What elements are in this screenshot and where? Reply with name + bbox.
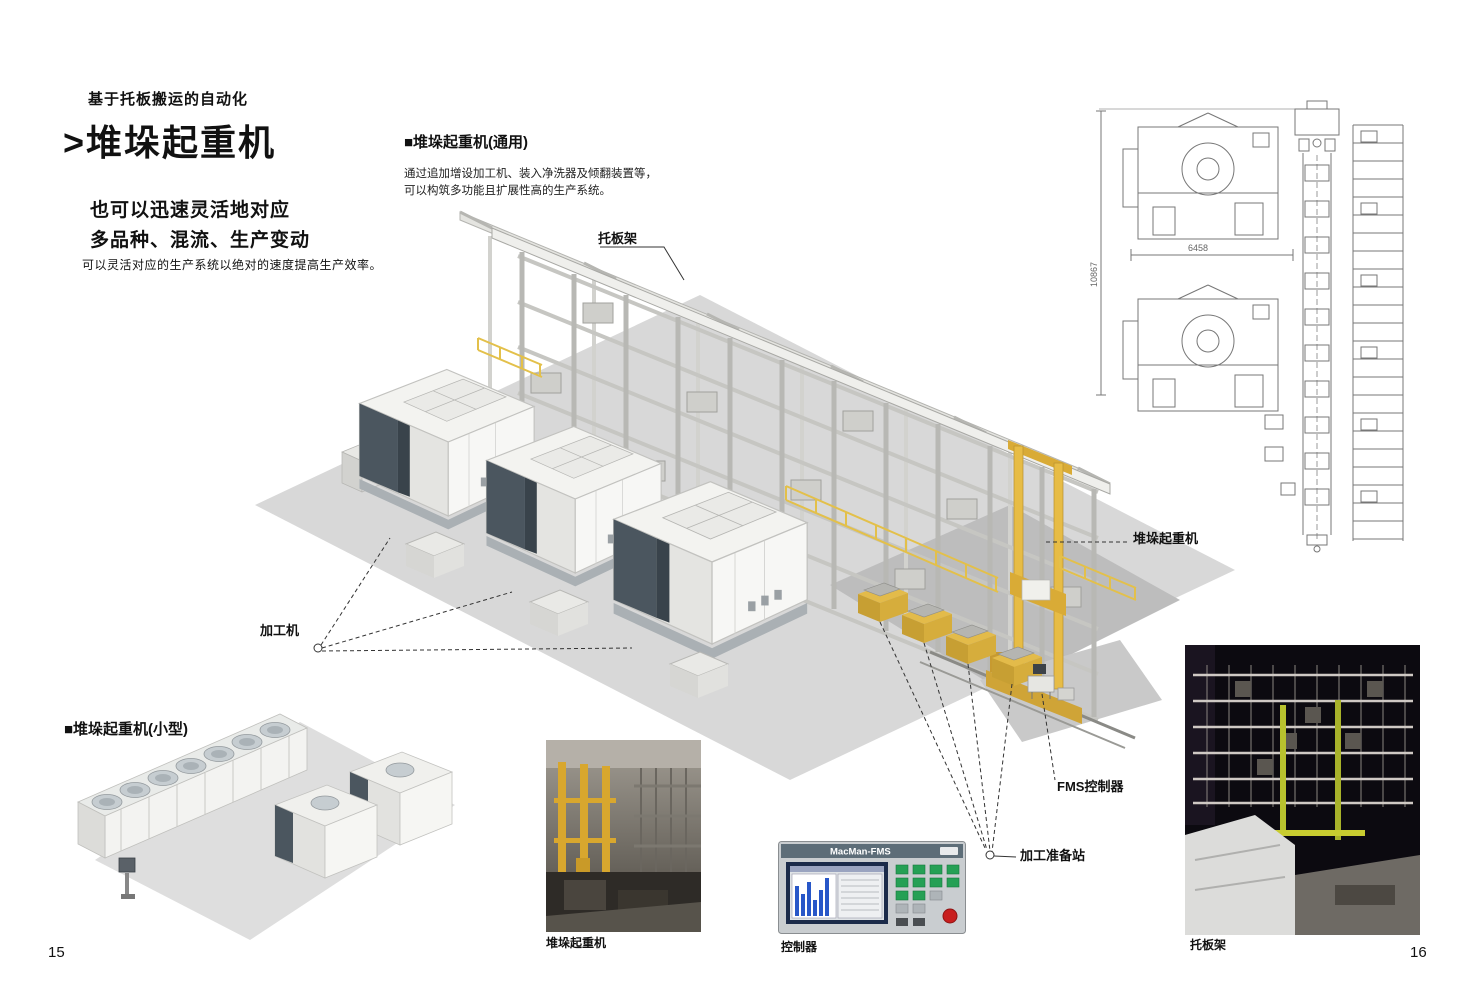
rack-photo [1185,645,1420,935]
small-system-illustration [77,713,455,940]
caption-controller: 控制器 [781,940,818,954]
cad-machine-plan-2 [1122,284,1279,412]
caption-rack-photo: 托板架 [1190,938,1227,952]
section-general-heading: ■堆垛起重机(通用) [404,134,529,151]
cad-dim-vertical-value: 10867 [1089,262,1099,287]
cad-machine-plan-1 [1122,112,1279,240]
label-machine: 加工机 [260,623,300,638]
section-small-heading: ■堆垛起重机(小型) [64,721,189,738]
small-machine-a [273,784,379,879]
safety-fence [477,337,1137,601]
page-number-left: 15 [48,944,65,961]
caption-stacker-photo: 堆垛起重机 [546,936,607,950]
warehouse-photo [546,740,701,932]
emergency-stop-button [942,908,958,924]
controller-screen [786,862,888,924]
controller-photo: MacMan-FMS [778,841,966,934]
rack-photo-machine [1185,815,1295,935]
cad-dimension-vertical [1096,110,1106,396]
cad-misc-cells [1264,414,1296,496]
fms-control-desk [1027,664,1075,701]
cad-dim-horizontal-value: 6458 [1188,243,1208,253]
page-title: >堆垛起重机 [63,122,277,163]
controller-brand-bar [781,844,963,858]
controller-buttons [895,864,960,926]
cad-drawing: 10867 6458 [1089,100,1404,553]
operator-pedestal [118,857,136,899]
tagline: 基于托板搬运的自动化 [88,91,249,108]
page-number-right: 16 [1410,944,1427,961]
main-illustration [255,210,1235,860]
label-stacker-crane: 堆垛起重机 [1133,531,1199,546]
label-fms-controller: FMS控制器 [1057,779,1124,794]
page-subtitle: 也可以迅速灵活地对应 多品种、混流、生产变动 [90,196,310,256]
leader-lines [313,246,1128,860]
subtitle-line-2: 多品种、混流、生产变动 [90,230,311,251]
label-pallet-rack: 托板架 [598,231,638,246]
section-general-desc-line-1: 通过追加增设加工机、装入净洗器及倾翻装置等， [404,168,657,180]
section-general-desc-line-2: 可以构筑多功能且扩展性高的生产系统。 [404,185,611,197]
label-prep-station: 加工准备站 [1020,848,1086,863]
cad-crane-rail [1294,100,1340,553]
subtitle-line-1: 也可以迅速灵活地对应 [90,200,291,221]
small-machine-row [77,713,308,859]
lead-text: 可以灵活对应的生产系统以绝对的速度提高生产效率。 [82,258,383,272]
rack-front-top-beam [491,227,1111,495]
cad-rack-column [1352,124,1404,541]
controller-brand-text: MacMan-FMS [830,847,891,858]
section-general-desc: 通过追加增设加工机、装入净洗器及倾翻装置等， 可以构筑多功能且扩展性高的生产系统… [404,166,657,200]
cad-dimension-horizontal [1130,249,1294,261]
